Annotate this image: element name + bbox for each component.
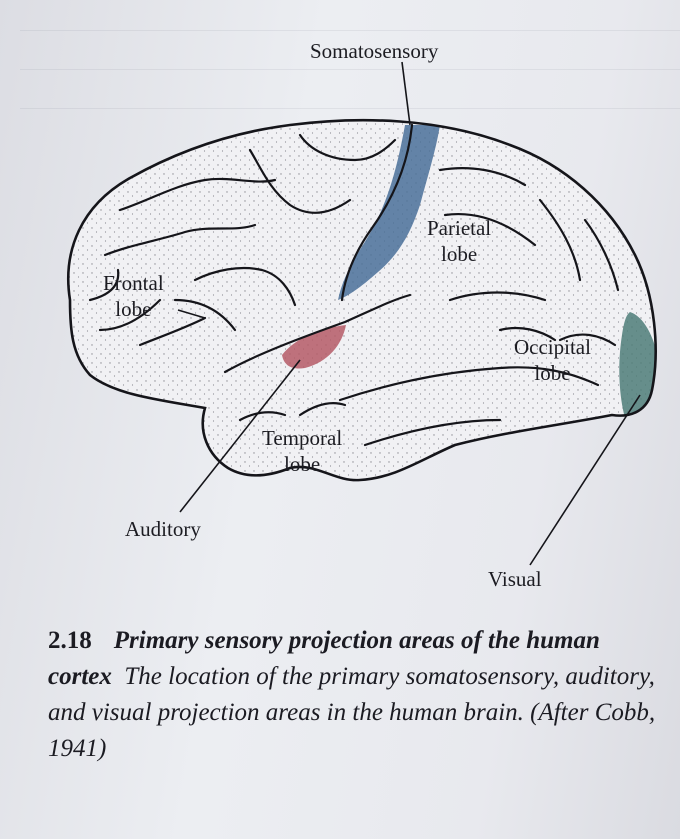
frontal-lobe-label: Frontal lobe: [103, 270, 164, 322]
figure-number: 2.18: [48, 627, 92, 654]
temporal-lobe-label: Temporal lobe: [262, 425, 342, 477]
auditory-label: Auditory: [125, 516, 201, 542]
figure-caption: 2.18Primary sensory projection areas of …: [48, 623, 668, 767]
occipital-lobe-line2: lobe: [514, 360, 591, 386]
temporal-lobe-line1: Temporal: [262, 425, 342, 451]
parietal-lobe-label: Parietal lobe: [427, 215, 491, 267]
parietal-lobe-line1: Parietal: [427, 215, 491, 241]
frontal-lobe-line1: Frontal: [103, 270, 164, 296]
figure-caption-text: The location of the primary somatosensor…: [48, 663, 655, 762]
frontal-lobe-line2: lobe: [103, 296, 164, 322]
temporal-lobe-line2: lobe: [262, 451, 342, 477]
occipital-lobe-line1: Occipital: [514, 334, 591, 360]
somatosensory-label: Somatosensory: [310, 38, 438, 64]
visual-label: Visual: [488, 566, 542, 592]
parietal-lobe-line2: lobe: [427, 241, 491, 267]
occipital-lobe-label: Occipital lobe: [514, 334, 591, 386]
